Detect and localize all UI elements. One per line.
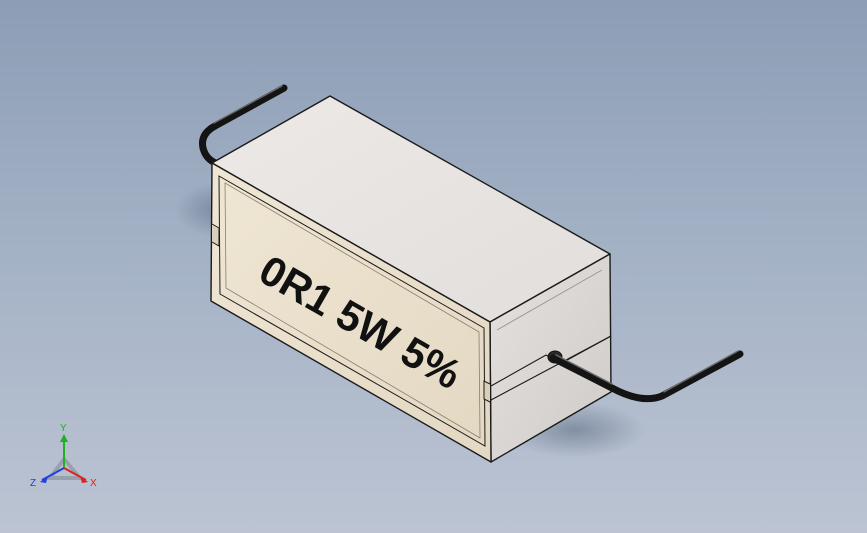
lead-wire-front-highlight [555,350,739,393]
body-front-face [210,162,492,463]
z-arrow-head [40,476,48,483]
front-notch-left [211,223,220,247]
end-face-top-edge [496,269,603,331]
z-axis-label: Z [30,478,36,489]
lead-wire-back [199,84,288,168]
x-axis-label: X [90,478,97,489]
x-arrow-head [80,476,88,483]
front-face-bezel [218,175,486,447]
view-triad[interactable]: X Y Z [30,423,97,489]
y-axis-label: Y [60,423,67,434]
end-face-notch-lower [490,335,612,401]
front-face-inner-bezel [224,182,481,439]
front-notch-right [483,380,491,403]
resistor-body[interactable]: 0R1 5W 5% [210,95,612,463]
lead-wire-back-highlight [213,85,283,124]
y-arrow-head [60,434,68,442]
lead-wire-front [549,350,744,403]
